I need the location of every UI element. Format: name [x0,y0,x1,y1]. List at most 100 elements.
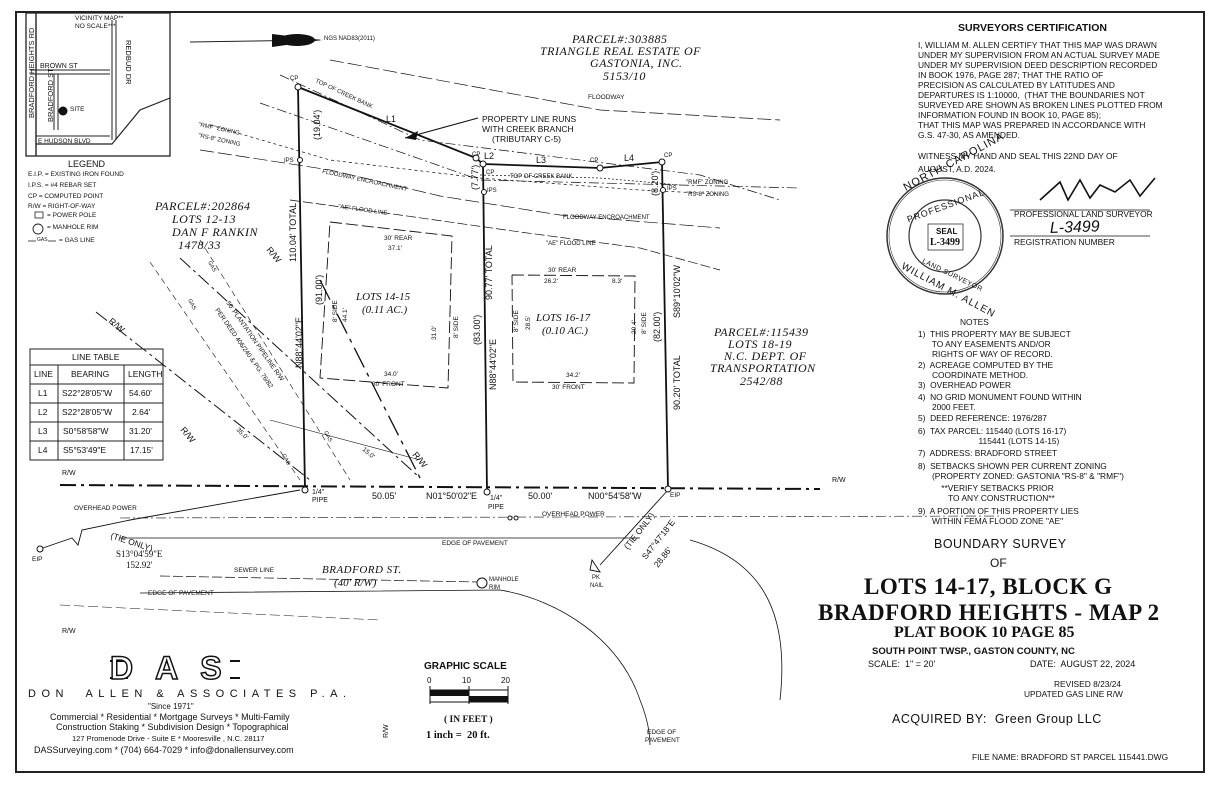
line-table-header-length: LENGTH [128,369,163,379]
legend-gas-symbol: GAS [37,237,48,243]
cp-label-4: CP [664,153,673,159]
rw-label-left: R/W [62,470,76,477]
title-lots: LOTS 14-17, BLOCK G [864,574,1113,599]
parcel-east-deed: 2542/88 [740,374,783,388]
rw-label-right: R/W [832,477,846,484]
line-label-l1: L1 [386,114,397,124]
top-of-creek-bank-2: TOP OF CREEK BANK [510,174,573,180]
note-line-7: 4) NO GRID MONUMENT FOUND WITHIN [918,392,1082,402]
graphic-scale-title: GRAPHIC SCALE [424,661,507,672]
rw-label-pipeline-3: R/W [264,245,283,265]
line-table-row-2-bearing: S22°28'05"W [62,407,113,417]
floodway-label: FLOODWAY [588,94,625,101]
certification-line-5: PRECISION AS CALCULATED BY LATITUDES AND [918,80,1115,90]
lot-a-left-dim: 44.1' [342,308,349,322]
cp-label-3: CP [590,158,599,164]
lot-b-front-dim: 34.2' [566,372,580,379]
line-table-row-1-bearing: S22°28'05"W [62,388,113,398]
legend-item-gas: = GAS LINE [59,237,95,244]
graphic-scale-bar [429,686,509,704]
sheet-border [15,11,1205,773]
east-line-total: 90.20' TOTAL [672,355,682,410]
cp-label-1: CP [290,76,299,82]
note-line-4: 2) ACREAGE COMPUTED BY THE [918,360,1054,370]
lot-b-rear-dim2: 8.3' [612,278,623,285]
rs8-zoning-right: "RS-8" ZONING [686,192,729,198]
parcel-east-owner: N.C. DEPT. OF [724,349,807,363]
title-plat-book: PLAT BOOK 10 PAGE 85 [894,624,1075,641]
certification-line-4: IN BOOK 1976, PAGE 287; THAT THE RATIO O… [918,70,1104,80]
sewer-line-label: SEWER LINE [234,567,275,574]
pipe-word-1: PIPE [312,497,328,504]
lot-b-right-dim: 29.4' [631,320,638,334]
mid-line-total: 90.77' TOTAL [484,245,494,300]
gas-label-4: GAS [322,430,333,443]
certification-title: SURVEYORS CERTIFICATION [958,22,1107,34]
rw-label-pipeline-4: R/W [410,450,429,470]
note-line-8: 2000 FEET. [918,402,976,412]
graphic-scale-tick-10: 10 [462,676,471,685]
pipe-label-1: 1/4" [312,489,325,496]
note-line-2: TO ANY EASEMENTS AND/OR [918,339,1051,349]
survey-point-markers [36,83,672,589]
line-table-row-1-length: 54.60' [129,388,152,398]
ae-flood-line-2: "AE" FLOOD LINE [546,241,596,247]
note-line-3: RIGHTS OF WAY OF RECORD. [918,349,1053,359]
lot-b-left-dim: 28.5' [525,316,532,330]
lot-b-side-right: 8' SIDE [641,312,648,334]
line-table-row-4-bearing: S5°53'49"E [63,445,107,455]
site-marker [58,106,68,116]
certification-witness-1: WITNESS MY HAND AND SEAL THIS 22ND DAY O… [918,151,1118,161]
south-right-bearing: N00°54'58"W [588,491,642,501]
property-line-note-2: WITH CREEK BRANCH [482,124,574,134]
vicinity-subtitle: NO SCALE*** [75,23,116,30]
gas-label-1: GAS [206,260,217,273]
gas-label-3: GAS [280,453,291,466]
floodway-encroachment-1: FLOODWAY ENCROACHMENT [322,169,408,193]
rw-lower-left-vertical: R/W [383,724,390,738]
ips-label-2: IPS [487,188,497,194]
note-line-17: 9) A PORTION OF THIS PROPERTY LIES [918,506,1079,516]
line-table-header-bearing: BEARING [71,369,110,379]
note-line-5: COORDINATE METHOD. [918,370,1029,380]
note-line-9: 5) DEED REFERENCE: 1976/287 [918,413,1047,423]
note-line-16: TO ANY CONSTRUCTION** [918,493,1055,503]
line-table-row-3-bearing: S0°58'58"W [63,426,109,436]
vicinity-road-bradford-st: BRADFORD ST [46,68,55,122]
seal-center-number: L-3499 [930,237,960,248]
das-logo [110,660,240,679]
ips-label-1: IPS [284,158,294,164]
south-right-dist: 50.00' [528,491,553,501]
vicinity-title: VICINITY MAP** [75,15,124,22]
title-survey-type: BOUNDARY SURVEY [934,537,1067,551]
certification-line-3: UNDER MY SUPERVISION DEED DESCRIPTION RE… [918,60,1158,70]
pipe-word-2: PIPE [488,504,504,511]
lot-b-front-setback: 30' FRONT [552,384,585,391]
company-name: DON ALLEN & ASSOCIATES P.A. [28,688,352,700]
graphic-scale-tick-20: 20 [501,676,510,685]
tie-left-length: 152.92' [126,560,153,570]
lot-a-area: (0.11 AC.) [362,304,408,316]
line-table-row-2-line: L2 [38,407,48,417]
parcel-north-owner-1: TRIANGLE REAL ESTATE OF [540,44,701,58]
certification-line-9: THAT THIS MAP WAS PREPARED IN ACCORDANCE… [918,120,1146,130]
line-table-row-4-length: 17.15' [130,445,153,455]
pk-nail-icon [589,558,601,573]
lot-a-front-setback: 30' FRONT [372,381,405,388]
ips-label-3: IPS [667,186,677,192]
south-left-dist: 50.05' [372,491,397,501]
cp-label-5: CP [486,170,495,176]
line-table-grid [29,348,164,461]
mid-line-seg2: (83.00') [472,315,482,345]
company-address: 127 Promenode Drive - Suite E * Mooresvi… [72,734,265,743]
lot-a-right-dim: 31.0' [431,326,438,340]
note-line-6: 3) OVERHEAD POWER [918,380,1012,390]
west-line-seg1: (19.04') [312,110,322,140]
seal-center-label: SEAL [936,227,958,236]
parcel-east-lots: LOTS 18-19 [728,337,793,351]
registration-label: REGISTRATION NUMBER [1014,237,1115,247]
edge-of-pavement-right-1: EDGE OF [647,729,677,736]
rw-label-pipeline-1: R/W [107,316,127,335]
legend-item-manhole: = MANHOLE RIM [47,224,99,231]
property-line-note-1: PROPERTY LINE RUNS [482,114,577,124]
